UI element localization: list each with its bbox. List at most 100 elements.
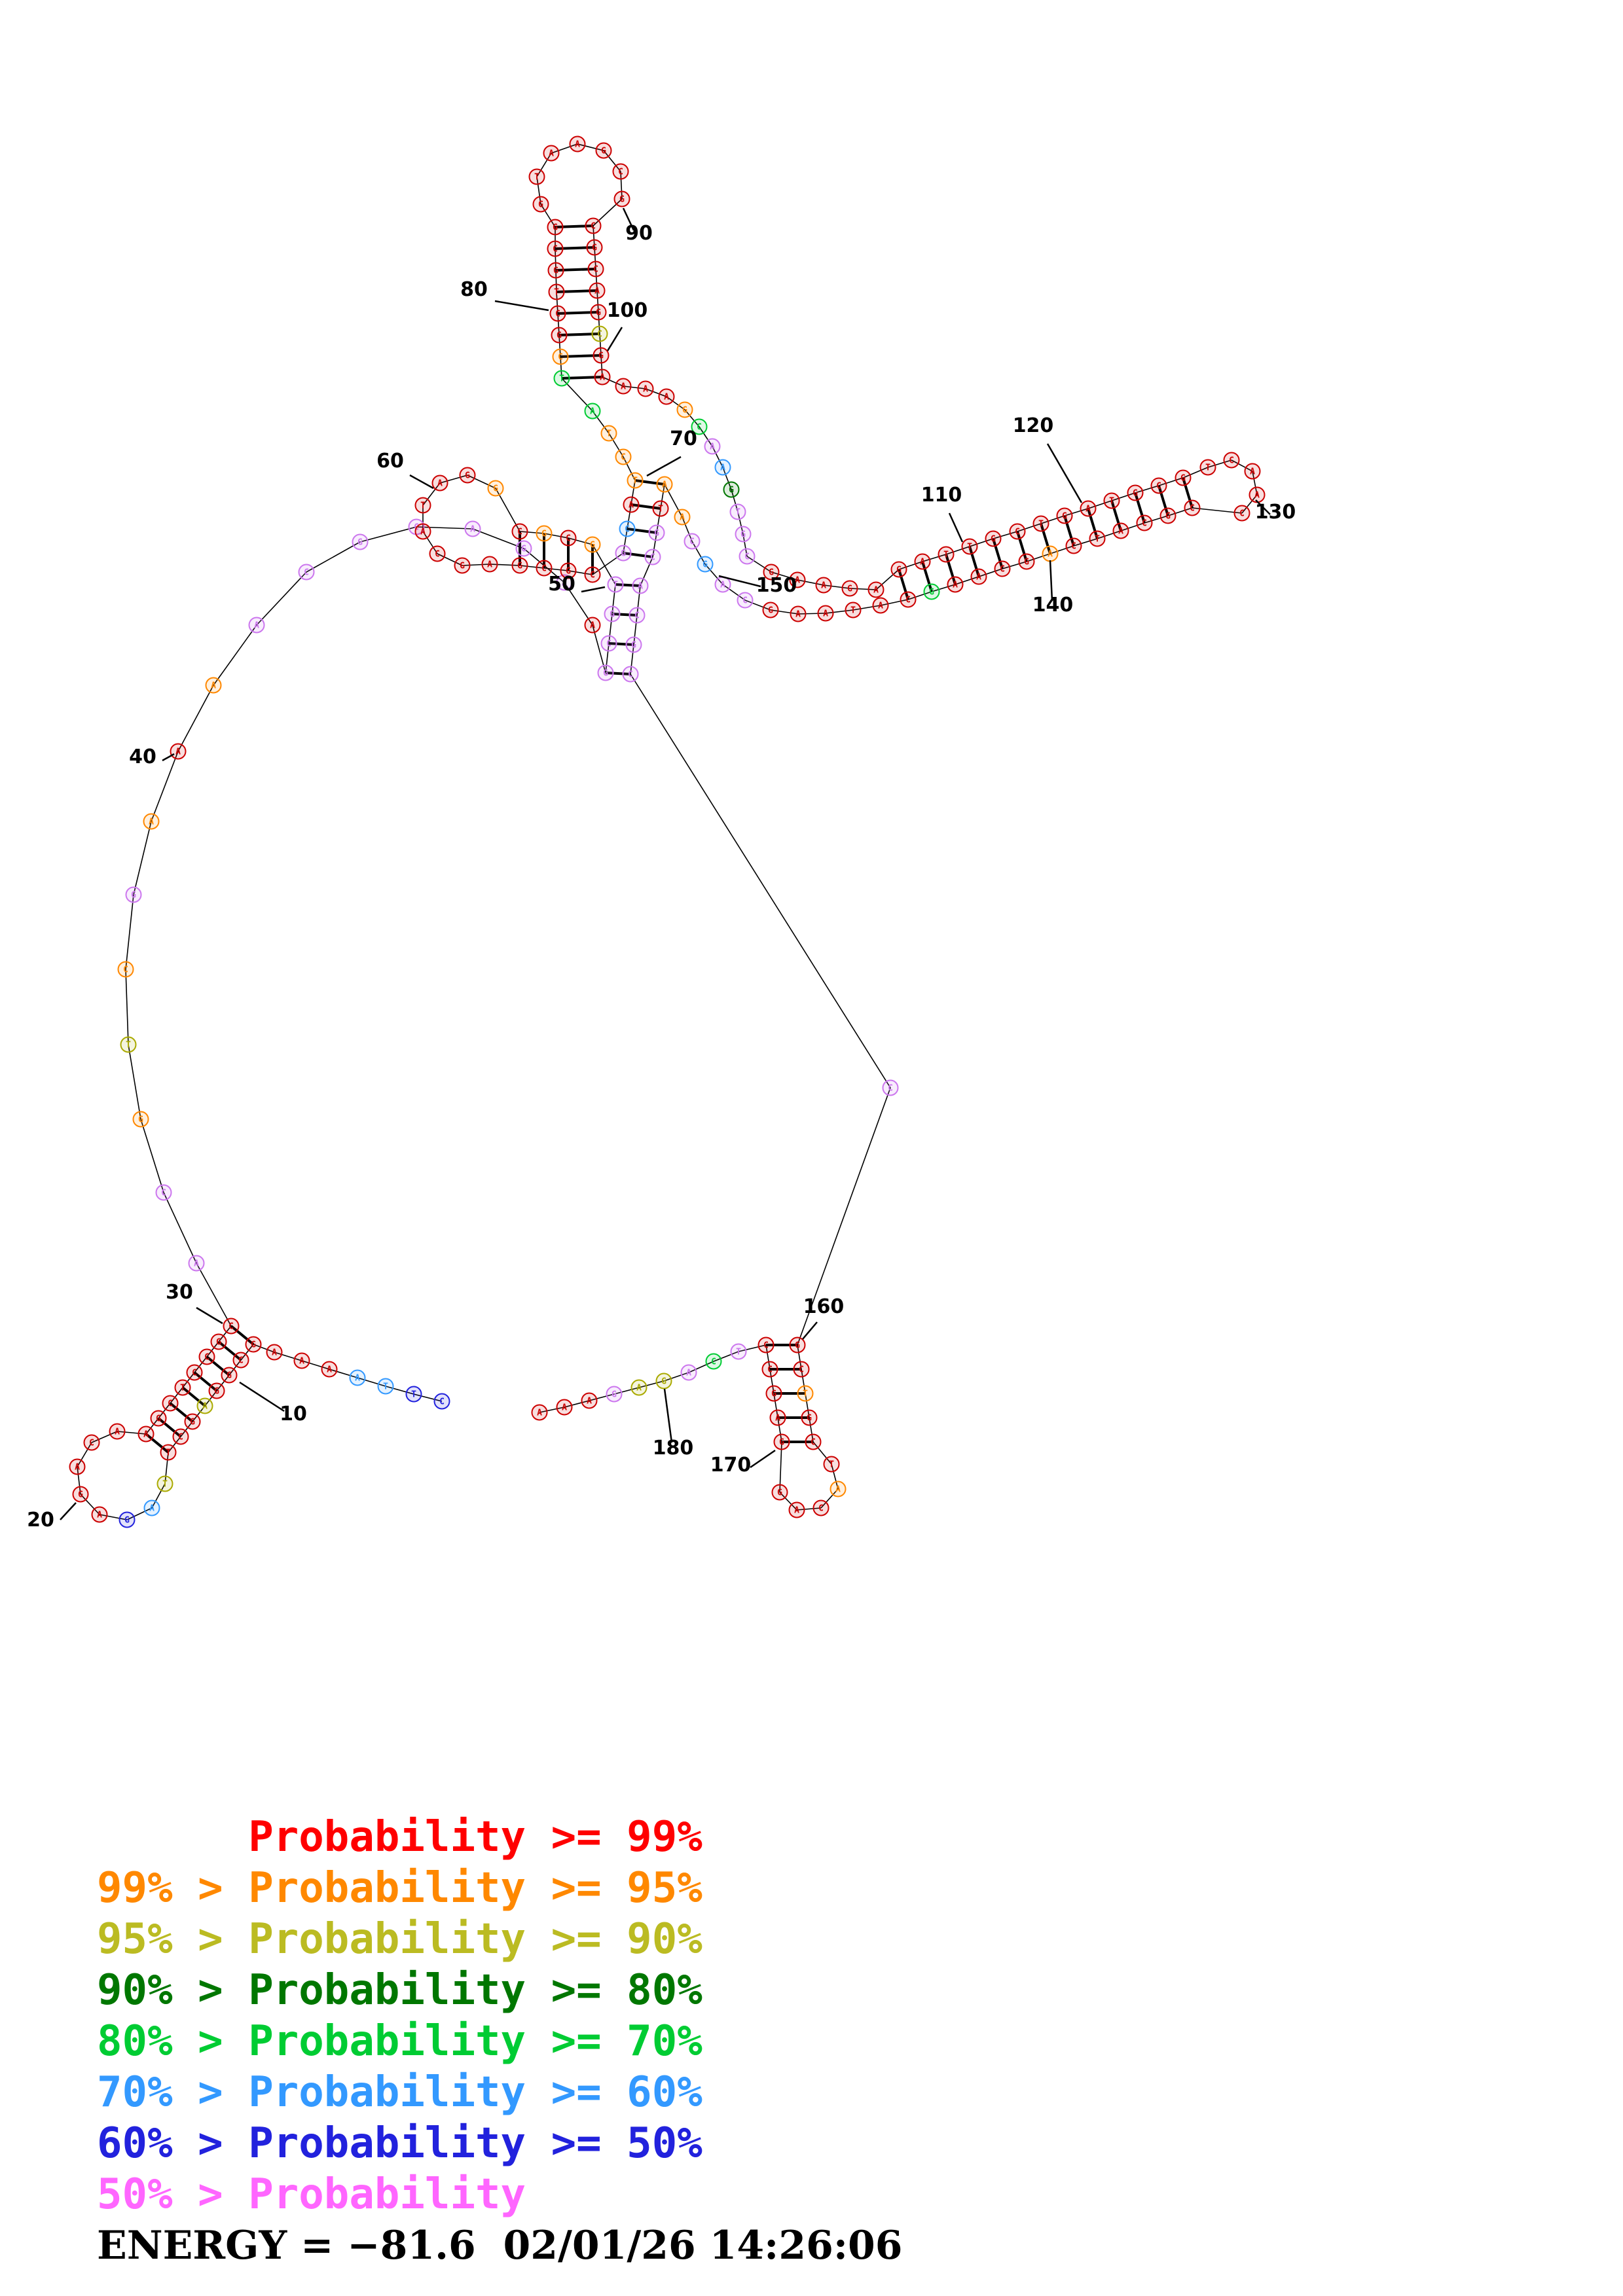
svg-text:G: G <box>227 1371 232 1381</box>
svg-text:A: A <box>327 1365 332 1375</box>
nucleotide: G <box>221 1367 238 1384</box>
nucleotide: C <box>757 1336 775 1354</box>
nucleotide: A <box>589 282 606 299</box>
nucleotide: G <box>676 401 693 418</box>
svg-text:C: C <box>1071 542 1076 552</box>
nucleotide: C <box>1136 514 1153 531</box>
svg-text:G: G <box>214 1387 219 1397</box>
nucleotide: T <box>652 500 669 517</box>
svg-text:A: A <box>1250 467 1255 477</box>
nucleotide: G <box>352 533 369 550</box>
nucleotide: T <box>823 1456 840 1473</box>
nucleotide: A <box>1249 486 1266 503</box>
svg-text:A: A <box>590 407 595 417</box>
position-label: 170 <box>710 1449 776 1477</box>
nucleotide: A <box>543 145 560 162</box>
svg-text:A: A <box>437 479 443 489</box>
svg-text:G: G <box>777 1488 782 1498</box>
nucleotide: A <box>790 605 807 622</box>
svg-text:160: 160 <box>803 1295 845 1318</box>
nucleotide: A <box>632 577 649 594</box>
svg-text:A: A <box>600 373 605 383</box>
nucleotide: C <box>198 1348 215 1365</box>
energy-line: ENERGY = −81.6 02/01/26 14:26:06 <box>97 2223 903 2269</box>
svg-text:A: A <box>720 463 725 473</box>
nucleotide: A <box>704 438 721 455</box>
nucleotide: T <box>156 1475 173 1492</box>
nucleotide: C <box>705 1353 722 1370</box>
svg-text:A: A <box>143 1430 149 1440</box>
nucleotide: G <box>841 580 858 597</box>
svg-text:C: C <box>697 423 702 433</box>
svg-text:T: T <box>411 1390 416 1400</box>
svg-text:A: A <box>795 610 801 620</box>
nucleotide: A <box>769 1409 786 1426</box>
nucleotide: A <box>188 1255 205 1272</box>
svg-text:A: A <box>175 747 181 757</box>
svg-text:C: C <box>628 670 633 680</box>
nucleotide: G <box>655 1372 672 1390</box>
svg-text:G: G <box>621 549 626 559</box>
position-label: 60 <box>376 450 434 490</box>
nucleotide: T <box>377 1378 394 1395</box>
svg-text:G: G <box>729 486 734 495</box>
svg-text:A: A <box>686 1369 691 1378</box>
svg-text:A: A <box>97 1511 102 1520</box>
svg-text:A: A <box>1118 527 1123 537</box>
svg-text:A: A <box>537 1408 542 1418</box>
nucleotide: G <box>459 467 476 484</box>
nucleotide: C <box>585 217 602 234</box>
svg-text:G: G <box>598 351 604 361</box>
nucleotide: G <box>208 1382 225 1399</box>
svg-text:G: G <box>78 1490 83 1500</box>
nucleotide: A <box>594 368 611 386</box>
nucleotide: C <box>162 1395 179 1412</box>
svg-text:A: A <box>878 601 883 611</box>
svg-text:T: T <box>606 429 611 439</box>
nucleotide: A <box>143 813 160 830</box>
position-label: 100 <box>607 299 647 351</box>
position-label: 110 <box>921 484 964 543</box>
nucleotide: G <box>586 239 603 256</box>
svg-text:C: C <box>541 564 547 574</box>
nucleotide: A <box>349 1369 366 1386</box>
svg-text:T: T <box>420 501 426 511</box>
svg-text:G: G <box>1133 489 1138 499</box>
nucleotide: T <box>600 425 617 442</box>
nucleotide: G <box>1056 507 1073 524</box>
nucleotide: C <box>1184 499 1201 516</box>
nucleotide: A <box>248 617 265 634</box>
nucleotide: C <box>186 1364 203 1381</box>
svg-text:G: G <box>661 1377 666 1387</box>
svg-text:G: G <box>603 669 608 679</box>
svg-text:G: G <box>460 562 465 571</box>
nucleotide: A <box>205 677 222 694</box>
svg-text:C: C <box>744 552 750 562</box>
svg-text:C: C <box>161 1189 166 1198</box>
svg-text:T: T <box>180 1384 185 1393</box>
nucleotide: A <box>788 1501 805 1518</box>
svg-text:C: C <box>763 1341 769 1351</box>
svg-text:T: T <box>126 1041 131 1050</box>
svg-text:C: C <box>204 1353 210 1363</box>
nucleotide: G <box>890 561 907 578</box>
nucleotide: A <box>556 1399 573 1416</box>
svg-text:G: G <box>357 538 363 548</box>
svg-text:T: T <box>1109 497 1114 507</box>
svg-text:A: A <box>1085 505 1091 514</box>
svg-text:C: C <box>238 1356 244 1366</box>
svg-text:C: C <box>905 596 911 605</box>
svg-text:C: C <box>1190 504 1195 514</box>
svg-text:C: C <box>621 453 626 463</box>
nucleotide: C <box>793 1361 810 1378</box>
nucleotide: A <box>656 476 673 493</box>
nucleotide: G <box>763 564 780 581</box>
svg-text:150: 150 <box>756 574 797 597</box>
nucleotide: C <box>552 348 569 365</box>
nucleotide: A <box>464 520 481 537</box>
nucleotide: C <box>511 523 528 540</box>
nucleotide: G <box>511 557 528 574</box>
legend-row: 50% > Probability <box>97 2170 526 2219</box>
nucleotide: C <box>600 635 617 652</box>
nucleotide: A <box>431 475 448 492</box>
